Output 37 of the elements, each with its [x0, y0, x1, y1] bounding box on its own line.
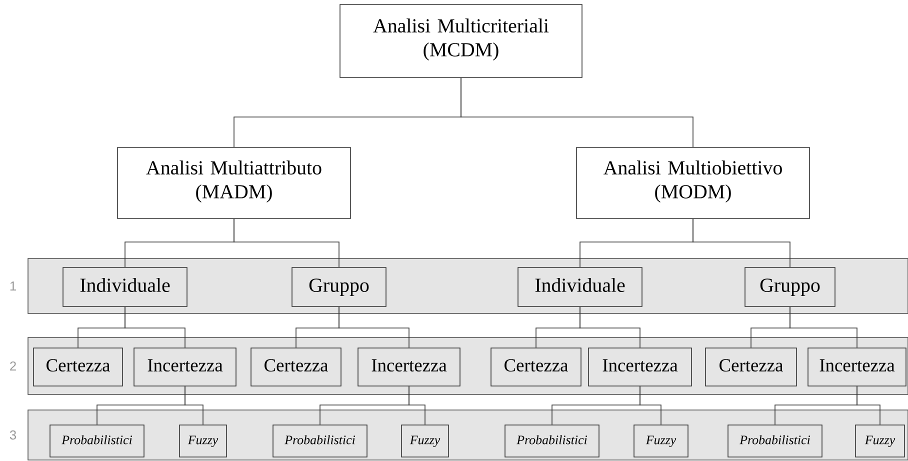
box: Analisi Multiobiettivo (MODM)	[576, 147, 810, 219]
connector-line	[856, 386, 880, 425]
row-number: 2	[10, 361, 16, 370]
box: Fuzzy	[401, 424, 449, 458]
box: Fuzzy	[179, 424, 227, 458]
connector-line	[338, 306, 410, 348]
box: Incertezza	[358, 348, 460, 386]
connector-line	[790, 306, 858, 348]
box: Incertezza	[588, 348, 692, 386]
connector-line	[640, 386, 662, 425]
box: Gruppo	[744, 267, 836, 307]
box: Probabilistici	[272, 424, 368, 458]
box: Probabilistici	[728, 424, 822, 458]
box: Probabilistici	[50, 424, 144, 458]
connector-line	[124, 306, 186, 348]
box: Incertezza	[808, 348, 906, 386]
connector-line	[460, 78, 694, 148]
connector-line	[234, 218, 340, 268]
connector-line	[580, 306, 640, 348]
box: Probabilistici	[504, 424, 600, 458]
box: Analisi Multiattributo (MADM)	[117, 147, 351, 219]
box: Certezza	[705, 348, 797, 386]
box: Fuzzy	[855, 424, 905, 458]
box: Analisi Multicriteriali (MCDM)	[340, 4, 582, 78]
row-number: 1	[10, 282, 16, 290]
row-number: 3	[10, 430, 16, 440]
box: Certezza	[490, 348, 582, 386]
box: Individuale	[518, 267, 642, 307]
box: Incertezza	[134, 348, 236, 386]
connector-line	[408, 386, 426, 425]
connector-line	[692, 218, 790, 268]
box: Fuzzy	[634, 424, 688, 458]
box: Gruppo	[292, 267, 386, 307]
box: Certezza	[33, 348, 123, 386]
connector-line	[184, 386, 204, 425]
box: Individuale	[62, 267, 188, 307]
box: Certezza	[250, 348, 342, 386]
